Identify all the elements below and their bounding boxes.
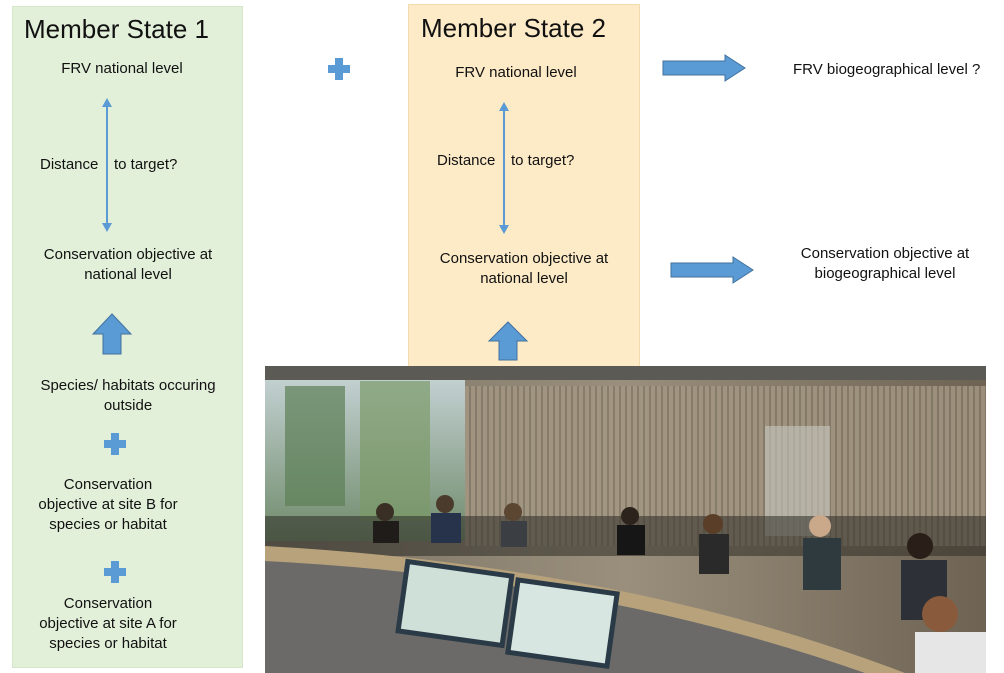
ms1-distance-label: Distance xyxy=(40,156,99,173)
frv-biogeographical-label: FRV biogeographical level ? xyxy=(793,61,981,78)
ms1-double-arrow xyxy=(102,98,112,232)
conservation-bio-line2: biogeographical level xyxy=(814,265,956,282)
member-state-1-panel xyxy=(12,6,243,668)
ms1-frv-national-label: FRV national level xyxy=(61,60,183,77)
ms2-conservation-national-line1: Conservation objective at xyxy=(439,250,609,267)
ms1-site-b-line2: objective at site B for xyxy=(38,496,178,513)
right-arrow-conservation xyxy=(670,256,754,284)
ms1-plus-icon-2 xyxy=(104,561,126,583)
ms1-to-target-label: to target? xyxy=(114,156,178,173)
meeting-room-photo xyxy=(265,366,986,673)
ms2-double-arrow xyxy=(499,102,509,234)
member-state-2-panel xyxy=(408,4,640,374)
right-arrow-frv xyxy=(662,54,746,82)
ms1-site-a-line2: objective at site A for xyxy=(39,615,177,632)
member-states-plus-icon xyxy=(328,58,350,80)
ms2-up-block-arrow xyxy=(487,321,529,361)
conservation-bio-line1: Conservation objective at xyxy=(800,245,970,262)
ms2-distance-label: Distance xyxy=(437,152,496,169)
ms2-frv-national-label: FRV national level xyxy=(455,64,577,81)
ms1-site-b-line1: Conservation xyxy=(63,476,153,493)
ms1-site-a-line3: species or habitat xyxy=(49,635,167,652)
member-state-2-title: Member State 2 xyxy=(421,13,606,43)
ms1-site-b-line3: species or habitat xyxy=(49,516,167,533)
ms1-site-a-line1: Conservation xyxy=(63,595,153,612)
ms1-outside-line1: Species/ habitats occuring xyxy=(40,377,216,394)
member-state-1-title: Member State 1 xyxy=(24,14,209,44)
ms1-up-block-arrow xyxy=(91,313,133,355)
ms1-conservation-national-line2: national level xyxy=(84,266,172,283)
ms2-to-target-label: to target? xyxy=(511,152,575,169)
ms1-outside-line2: outside xyxy=(103,397,153,414)
ms1-conservation-national-line1: Conservation objective at xyxy=(43,246,213,263)
ms1-plus-icon-1 xyxy=(104,433,126,455)
ms2-conservation-national-line2: national level xyxy=(480,270,568,287)
